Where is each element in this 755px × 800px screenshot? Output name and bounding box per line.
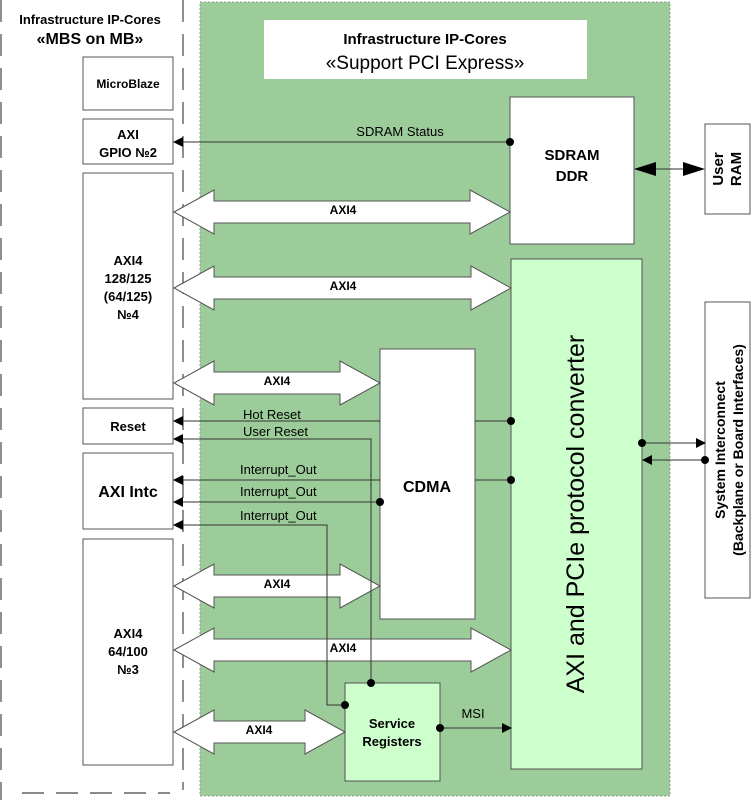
service-label-line1: Service [369,716,415,731]
microblaze-label: MicroBlaze [96,77,160,91]
sys-label-line1: System Interconnect [712,381,728,519]
sys-label-line2: (Backplane or Board Interfaces) [730,344,746,556]
intc-label: AXI Intc [98,484,158,501]
axi4-no3-line3: №3 [117,662,139,677]
axi4-interconnect-3-block[interactable]: AXI4 64/100 №3 [82,538,174,766]
axi4-bus-no4-cdma [172,360,382,406]
interrupt-out-1-label: Interrupt_Out [240,462,317,477]
pci-title-line2: «Support PCI Express» [326,53,525,74]
axi-pcie-converter-block[interactable]: AXI and PCIe protocol converter [510,258,643,770]
interrupt-out-1-signal: Interrupt_Out [173,462,515,485]
user-reset-signal: User Reset [173,424,375,687]
reset-label: Reset [110,419,146,434]
interrupt-out-3-label: Interrupt_Out [240,508,317,523]
service-label-line2: Registers [362,734,421,749]
gpio-label-line2: GPIO №2 [99,145,157,160]
interrupt-out-3-signal: Interrupt_Out [173,508,349,709]
cdma-block[interactable]: CDMA [379,348,476,620]
mbs-title-line2: «MBS on MB» [37,31,144,48]
service-registers-block[interactable]: Service Registers [344,682,441,782]
axi4-bus-no3-converter [172,627,513,673]
axi4-bus-no4-converter [172,265,513,311]
hot-reset-label: Hot Reset [243,407,301,422]
user-ram-block[interactable]: User RAM [704,123,751,215]
user-reset-label: User Reset [243,424,308,439]
axi4-no4-line4: №4 [117,307,139,322]
pci-title-line1: Infrastructure IP-Cores [343,31,506,48]
user-ram-label-line1: User [710,152,727,186]
axi4-no4-line2: 128/125 [105,271,152,286]
cdma-label: CDMA [403,479,451,496]
msi-signal: MSI [436,706,512,733]
bus-label-1: AXI4 [330,203,357,217]
user-ram-label-line2: RAM [728,152,745,186]
axi4-no3-line1: AXI4 [114,626,144,641]
axi4-no3-line2: 64/100 [108,644,148,659]
pci-express-title-box: Infrastructure IP-Cores «Support PCI Exp… [264,20,587,79]
axi4-no4-line3: (64/125) [104,289,152,304]
interrupt-out-2-signal: Interrupt_Out [173,484,384,507]
microblaze-block[interactable]: MicroBlaze [82,56,174,111]
mbs-title-line1: Infrastructure IP-Cores [19,12,161,27]
axi4-bus-gpio-sdram [172,189,512,235]
axi4-no4-line1: AXI4 [114,253,144,268]
sdram-status-signal: SDRAM Status [173,124,514,147]
bus-label-5: AXI4 [330,641,357,655]
interrupt-out-2-label: Interrupt_Out [240,484,317,499]
msi-label: MSI [461,706,484,721]
axi4-bus-no3-service [172,709,347,755]
axi-gpio-block[interactable]: AXI GPIO №2 [82,118,174,165]
sdram-label-line2: DDR [556,168,589,185]
axi4-bus-no3-cdma [172,563,382,609]
bus-label-2: AXI4 [330,279,357,293]
converter-system-interconnect-link [638,438,709,465]
bus-label-4: AXI4 [264,577,291,591]
reset-block[interactable]: Reset [82,407,174,445]
bus-label-6: AXI4 [246,723,273,737]
sdram-user-ram-link [634,162,705,176]
gpio-label-line1: AXI [117,127,139,142]
converter-label: AXI and PCIe protocol converter [562,335,590,694]
sdram-status-label: SDRAM Status [356,124,444,139]
sdram-ddr-block[interactable]: SDRAM DDR [509,96,635,245]
bus-label-3: AXI4 [264,374,291,388]
sdram-label-line1: SDRAM [545,147,600,164]
axi-intc-block[interactable]: AXI Intc [82,452,174,530]
axi4-interconnect-4-block[interactable]: AXI4 128/125 (64/125) №4 [82,172,174,400]
system-interconnect-block[interactable]: System Interconnect (Backplane or Board … [704,301,751,599]
mbs-region-boundary [0,0,184,800]
hot-reset-signal: Hot Reset [173,407,515,426]
